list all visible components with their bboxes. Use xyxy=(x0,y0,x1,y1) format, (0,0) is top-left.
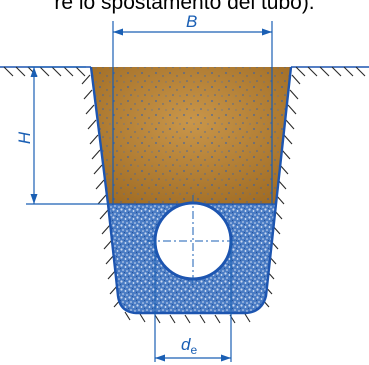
height-dimension xyxy=(26,66,108,205)
diameter-dimension xyxy=(154,241,232,362)
width-label: B xyxy=(186,12,197,31)
caption-text: re lo spostamento del tubo). xyxy=(54,0,315,14)
diameter-label: de xyxy=(181,335,197,357)
height-label: H xyxy=(15,131,34,144)
width-dimension xyxy=(112,21,273,205)
diameter-subscript: e xyxy=(190,343,197,357)
trench-wall-hatching xyxy=(81,74,301,324)
diameter-symbol: d xyxy=(181,335,191,354)
trench-outline xyxy=(89,66,293,315)
